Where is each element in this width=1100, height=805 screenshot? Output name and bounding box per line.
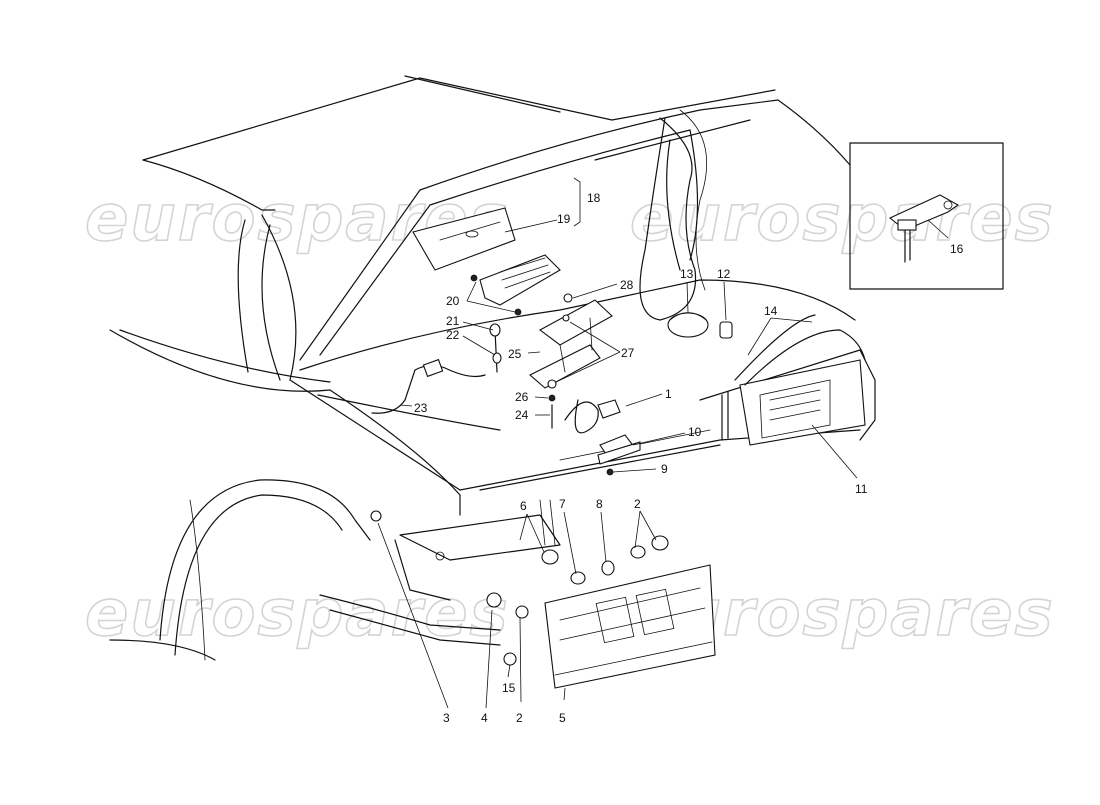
callout-label: 23: [414, 401, 428, 415]
trunk-lamp-parts: [667, 312, 733, 339]
callout-label: 1: [665, 387, 672, 401]
callout-labels: 1 2 2 3 4 5 6 7 8 9 10 11 12 13 14 15 16…: [414, 191, 964, 725]
callout-label: 5: [559, 711, 566, 725]
leader-lines: [377, 177, 949, 709]
callout-label: 11: [855, 482, 868, 496]
callout-label: 22: [446, 328, 460, 342]
callout-label: 13: [680, 267, 694, 281]
callout-label: 16: [950, 242, 964, 256]
callout-label: 18: [587, 191, 601, 205]
callout-label: 12: [717, 267, 731, 281]
inset-detail: [777, 99, 1004, 290]
callout-label: 19: [557, 212, 571, 226]
callout-label: 10: [688, 425, 702, 439]
callout-label: 4: [481, 711, 488, 725]
callout-label: 6: [520, 499, 527, 513]
callout-label: 26: [515, 390, 529, 404]
callout-label: 15: [502, 681, 516, 695]
lamp-bracket: [529, 293, 613, 429]
callout-label: 7: [559, 497, 566, 511]
callout-label: 3: [443, 711, 450, 725]
stop-lamp-assembly: [412, 207, 561, 316]
callout-label: 24: [515, 408, 529, 422]
callout-label: 21: [446, 314, 460, 328]
wiring-harness: [371, 323, 502, 414]
plate-lamp-parts: [564, 399, 641, 476]
bulbs-and-sockets: [370, 499, 669, 666]
callout-label: 14: [764, 304, 778, 318]
car-body-drawing: [109, 75, 876, 661]
callout-label: 9: [661, 462, 668, 476]
callout-label: 25: [508, 347, 522, 361]
right-tail-lamp: [721, 314, 866, 446]
callout-label: 27: [621, 346, 635, 360]
callout-label: 8: [596, 497, 603, 511]
callout-label: 28: [620, 278, 634, 292]
callout-label: 20: [446, 294, 460, 308]
callout-label: 2: [634, 497, 641, 511]
watermark-text: eurospares: [630, 182, 1055, 256]
left-tail-lamp: [544, 564, 716, 689]
callout-label: 2: [516, 711, 523, 725]
